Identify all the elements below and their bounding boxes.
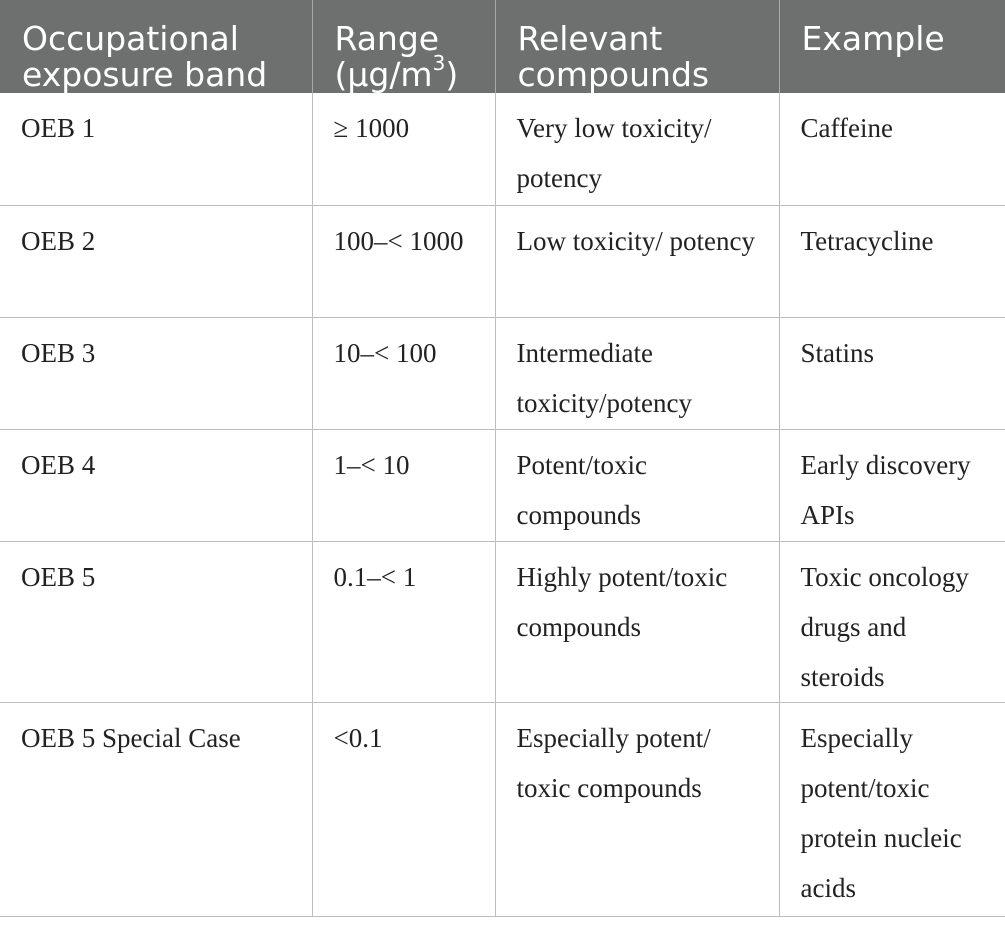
header-compounds-line2: compounds xyxy=(517,55,710,94)
cell-compounds: Potent/toxic compounds xyxy=(494,429,779,542)
cell-range: 0.1–< 1 xyxy=(311,541,495,703)
cell-compounds: Intermediate toxicity/potency xyxy=(494,317,779,430)
cell-compounds: Low toxicity/ potency xyxy=(494,205,779,318)
cell-range: <0.1 xyxy=(311,702,495,917)
table-row: OEB 5 Special Case <0.1 Especially poten… xyxy=(0,702,1005,917)
cell-example: Toxic oncology drugs and steroids xyxy=(778,541,1005,703)
cell-band: OEB 4 xyxy=(0,429,312,542)
header-example: Example xyxy=(778,0,1005,93)
cell-range: ≥ 1000 xyxy=(311,93,495,206)
cell-band: OEB 3 xyxy=(0,317,312,430)
table-row: OEB 3 10–< 100 Intermediate toxicity/pot… xyxy=(0,317,1005,430)
header-range-unit-pre: (μg/m xyxy=(334,55,433,94)
cell-band: OEB 2 xyxy=(0,205,312,318)
cell-compounds: Highly potent/toxic compounds xyxy=(494,541,779,703)
cell-band: OEB 1 xyxy=(0,93,312,206)
header-range: Range(μg/m3) xyxy=(311,0,495,94)
cell-band: OEB 5 Special Case xyxy=(0,702,312,917)
table-body: OEB 1 ≥ 1000 Very low toxicity/ potency … xyxy=(0,93,1005,917)
cell-example: Tetracycline xyxy=(778,205,1005,318)
cell-example: Caffeine xyxy=(778,93,1005,206)
cell-example: Statins xyxy=(778,317,1005,430)
cell-range: 10–< 100 xyxy=(311,317,495,430)
table-row: OEB 1 ≥ 1000 Very low toxicity/ potency … xyxy=(0,93,1005,206)
header-range-unit-post: ) xyxy=(445,55,459,94)
cell-example: Early discovery APIs xyxy=(778,429,1005,542)
table-row: OEB 4 1–< 10 Potent/toxic compounds Earl… xyxy=(0,429,1005,542)
header-compounds-line1: Relevant xyxy=(517,19,663,58)
header-range-line1: Range xyxy=(334,19,440,58)
cell-compounds: Very low toxicity/ potency xyxy=(494,93,779,206)
cell-compounds: Especially potent/ toxic compounds xyxy=(494,702,779,917)
table-row: OEB 2 100–< 1000 Low toxicity/ potency T… xyxy=(0,205,1005,318)
table-row: OEB 5 0.1–< 1 Highly potent/toxic compou… xyxy=(0,541,1005,703)
header-example-line1: Example xyxy=(801,19,945,58)
cell-range: 100–< 1000 xyxy=(311,205,495,318)
cell-range: 1–< 10 xyxy=(311,429,495,542)
cell-band: OEB 5 xyxy=(0,541,312,703)
header-range-unit-sup: 3 xyxy=(432,51,446,75)
header-band-line2: exposure band xyxy=(22,55,268,94)
header-band-line1: Occupational xyxy=(22,19,239,58)
cell-example: Especially potent/toxic protein nucleic … xyxy=(778,702,1005,917)
